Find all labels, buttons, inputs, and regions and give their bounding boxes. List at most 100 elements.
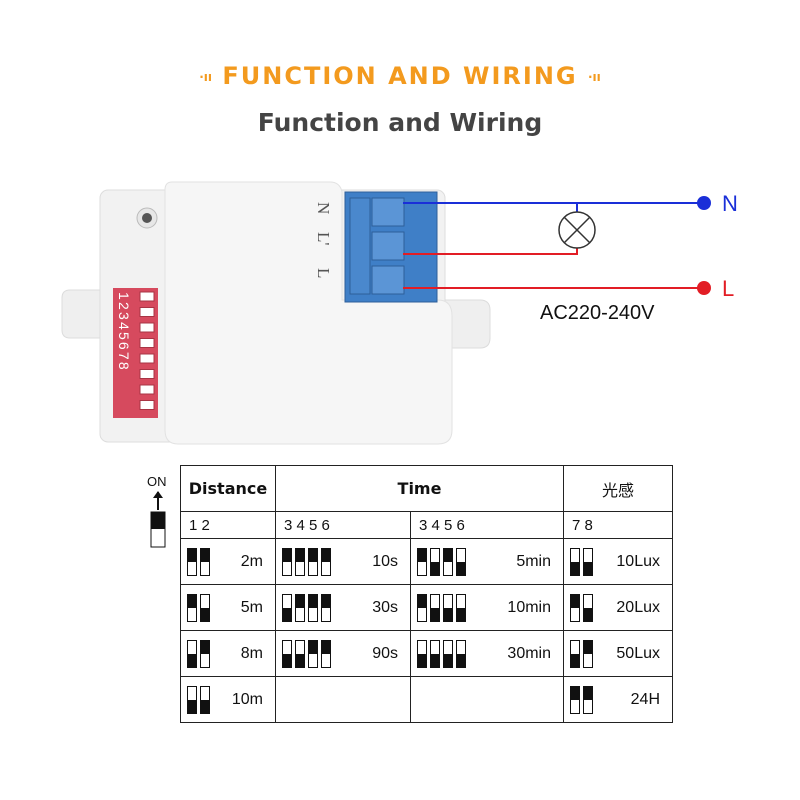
table-cell: 30s [275, 584, 411, 631]
device-wiring-diagram: 12345678 N L' L N L AC220-240V [61, 181, 738, 445]
switch-down [282, 639, 292, 668]
switch-down [456, 593, 466, 622]
terminal-label-n: N [314, 202, 333, 214]
switch-up [417, 547, 427, 576]
switch-down [570, 547, 580, 576]
time-value: 30min [507, 644, 551, 662]
switch-up [570, 685, 580, 714]
switch-down [430, 547, 440, 576]
switch-up [583, 685, 593, 714]
banner-title: ·ıı FUNCTION AND WIRING ·ıı [0, 62, 800, 90]
light-value: 24H [630, 690, 660, 708]
switch-down [200, 685, 210, 714]
distance-value: 2m [240, 552, 263, 570]
dip-switch-icon [417, 639, 466, 668]
switch-up [308, 593, 318, 622]
pins-time-a: 3 4 5 6 [275, 511, 411, 539]
table-cell: 10Lux [563, 538, 673, 585]
dip-switch-icon [570, 593, 593, 622]
light-value: 20Lux [616, 598, 660, 616]
neutral-node-icon [697, 196, 711, 210]
dip-switch-icon [417, 547, 466, 576]
switch-down [443, 639, 453, 668]
table-cell: 24H [563, 676, 673, 723]
switch-down [443, 593, 453, 622]
banner-deco-right: ·ıı [587, 70, 601, 84]
dip-lever [139, 353, 155, 364]
light-value: 10Lux [616, 552, 660, 570]
switch-up [308, 639, 318, 668]
time-value: 90s [372, 644, 398, 662]
switch-down [583, 547, 593, 576]
mounting-ear-left [61, 289, 101, 339]
live-label: L [722, 276, 734, 301]
on-label: ON [147, 474, 167, 489]
switch-down [430, 593, 440, 622]
switch-up [187, 547, 197, 576]
switch-down [187, 685, 197, 714]
distance-value: 10m [231, 690, 263, 708]
time-value: 5min [516, 552, 551, 570]
dip-switch-icon [187, 639, 210, 668]
dip-lever [139, 384, 155, 395]
table-cell: 10m [180, 676, 276, 723]
distance-value: 5m [240, 598, 263, 616]
table-cell-empty [275, 676, 411, 723]
light-value: 50Lux [616, 644, 660, 662]
pins-time-b: 3 4 5 6 [410, 511, 564, 539]
switch-down [456, 639, 466, 668]
switch-down [295, 639, 305, 668]
table-cell: 8m [180, 630, 276, 677]
switch-down [187, 639, 197, 668]
switch-up [282, 547, 292, 576]
dip-switch-icon [282, 593, 331, 622]
switch-down [583, 593, 593, 622]
dip-lever [139, 338, 155, 348]
dip-switch-icon [282, 547, 331, 576]
header-distance: Distance [180, 465, 276, 512]
dip-lever [139, 322, 155, 333]
dip-switch-icon [417, 593, 466, 622]
lamp-icon [558, 211, 596, 249]
table-cell-empty [410, 676, 564, 723]
distance-value: 8m [240, 644, 263, 662]
banner-deco-left: ·ıı [199, 70, 212, 84]
neutral-label: N [722, 191, 738, 216]
switch-up [187, 593, 197, 622]
switch-down [430, 639, 440, 668]
banner-text: FUNCTION AND WIRING [222, 62, 578, 90]
switch-down [200, 593, 210, 622]
dip-switch-numbers: 12345678 [116, 292, 132, 372]
terminal-label-l: L [314, 268, 333, 278]
dip-switch-icon [187, 593, 210, 622]
table-cell: 5min [410, 538, 564, 585]
switch-up [200, 547, 210, 576]
switch-up [417, 593, 427, 622]
lamp-wire [403, 248, 578, 255]
time-value: 30s [372, 598, 398, 616]
dip-switch-icon [187, 547, 210, 576]
switch-up [321, 547, 331, 576]
switch-up [295, 593, 305, 622]
table-cell: 2m [180, 538, 276, 585]
dip-switch-icon [570, 547, 593, 576]
switch-down [456, 547, 466, 576]
table-cell: 5m [180, 584, 276, 631]
dip-lever [139, 369, 155, 379]
table-cell: 30min [410, 630, 564, 677]
dip-switch-icon [187, 685, 210, 714]
table-cell: 50Lux [563, 630, 673, 677]
switch-up [308, 547, 318, 576]
header-time: Time [275, 465, 564, 512]
switch-up [200, 639, 210, 668]
pins-distance: 1 2 [180, 511, 276, 539]
dip-settings-table: Distance Time 光感 1 2 3 4 5 6 3 4 5 6 7 8… [180, 465, 673, 723]
dip-lever [139, 400, 155, 410]
terminal-label-lprime: L' [314, 232, 333, 245]
table-cell: 20Lux [563, 584, 673, 631]
dip-lever [139, 307, 155, 317]
device-lid [164, 181, 453, 445]
dip-switch-icon [282, 639, 331, 668]
dip-switch-icon [570, 685, 593, 714]
dip-switch-icon [570, 639, 593, 668]
